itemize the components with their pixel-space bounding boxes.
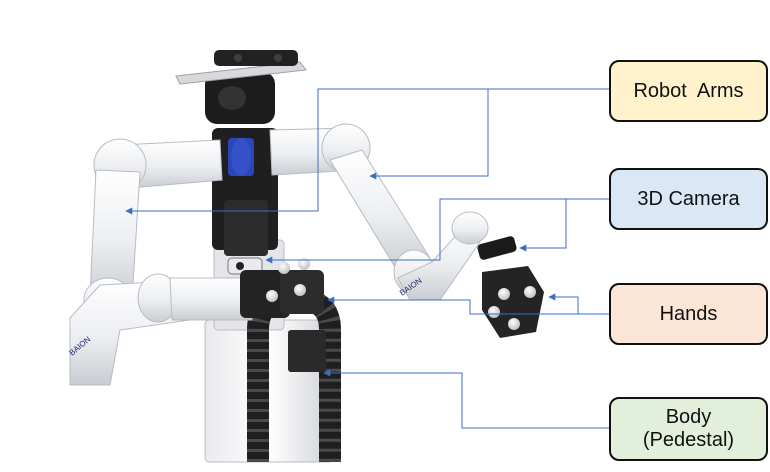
robot-arm-left: BAION [68, 138, 253, 386]
robot-illustration: BAION BAION [68, 50, 544, 463]
hand-center [240, 258, 324, 318]
leader-arms-right [369, 89, 489, 180]
label-body-pedestal: Body (Pedestal) [609, 397, 768, 461]
robot-arm-right: BAION [269, 123, 489, 301]
label-3d-camera-text: 3D Camera [637, 187, 740, 210]
leader-body [323, 369, 609, 429]
label-robot-arms: Robot Arms [609, 60, 768, 122]
label-hands-text: Hands [659, 302, 718, 325]
torso [175, 50, 307, 256]
shoulder-joint [228, 138, 254, 176]
leader-arms-left [125, 88, 609, 215]
wrist-camera-right [477, 236, 517, 260]
leader-lines [125, 88, 609, 429]
label-robot-arms-text: Robot Arms [633, 79, 744, 102]
leader-hands-right [548, 293, 579, 314]
label-body-text: Body [665, 406, 712, 428]
leader-hands-center [327, 296, 609, 315]
label-3d-camera: 3D Camera [609, 168, 768, 230]
label-hands: Hands [609, 283, 768, 345]
label-pedestal-text: (Pedestal) [642, 429, 735, 451]
leader-camera-right [519, 199, 567, 252]
leader-camera-center [265, 198, 609, 264]
hand-right [482, 266, 544, 338]
